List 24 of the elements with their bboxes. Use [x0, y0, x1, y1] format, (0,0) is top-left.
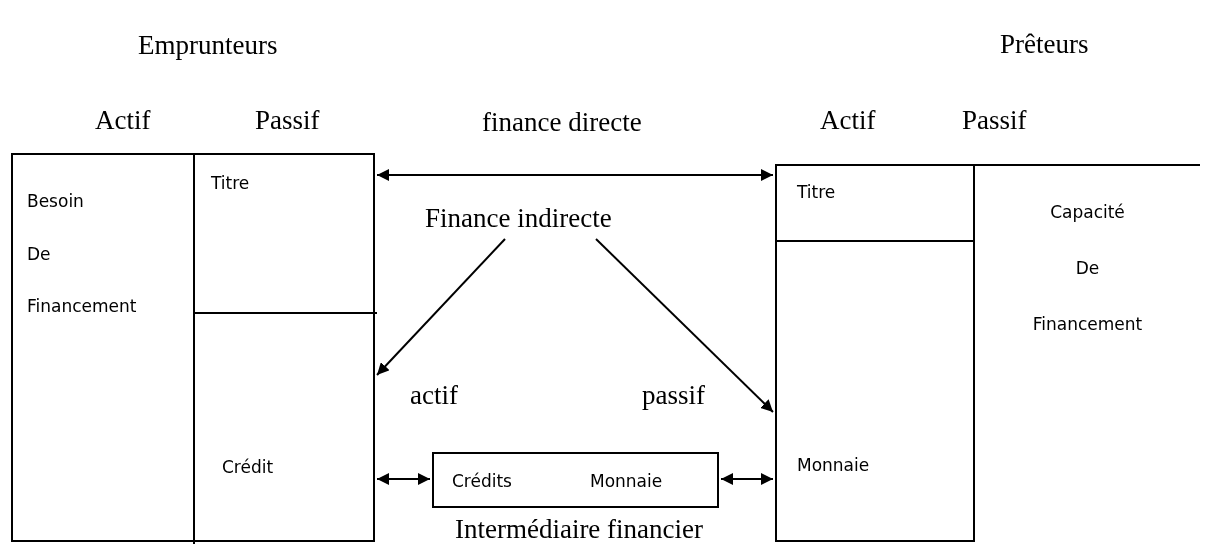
double-arrow: [720, 473, 774, 485]
double-arrow: [376, 473, 431, 485]
arrow: [595, 238, 774, 413]
table-cell: [775, 164, 975, 242]
cell-text: Capacité De Financement: [1031, 201, 1144, 337]
column-heading: Passif: [962, 105, 1027, 136]
cell-text: Titre: [211, 175, 250, 192]
column-heading: Actif: [95, 105, 151, 136]
arrow: [376, 238, 506, 376]
table-cell: [193, 312, 377, 544]
cell-text: Besoin De Financement: [27, 190, 138, 319]
text-label: Finance indirecte: [425, 203, 612, 234]
table-heading: Prêteurs: [1000, 29, 1089, 60]
column-heading: Passif: [255, 105, 320, 136]
cell-text: Titre: [797, 184, 836, 201]
table-heading: Emprunteurs: [138, 30, 278, 61]
cell-text: Crédits: [452, 473, 512, 490]
cell-text: Monnaie: [797, 457, 870, 474]
cell-text: Crédit: [222, 459, 274, 476]
table-cell: [775, 240, 975, 542]
double-arrow: [376, 169, 774, 181]
column-heading: Actif: [820, 105, 876, 136]
cell-text: Monnaie: [590, 473, 663, 490]
table-heading: Intermédiaire financier: [453, 514, 705, 545]
